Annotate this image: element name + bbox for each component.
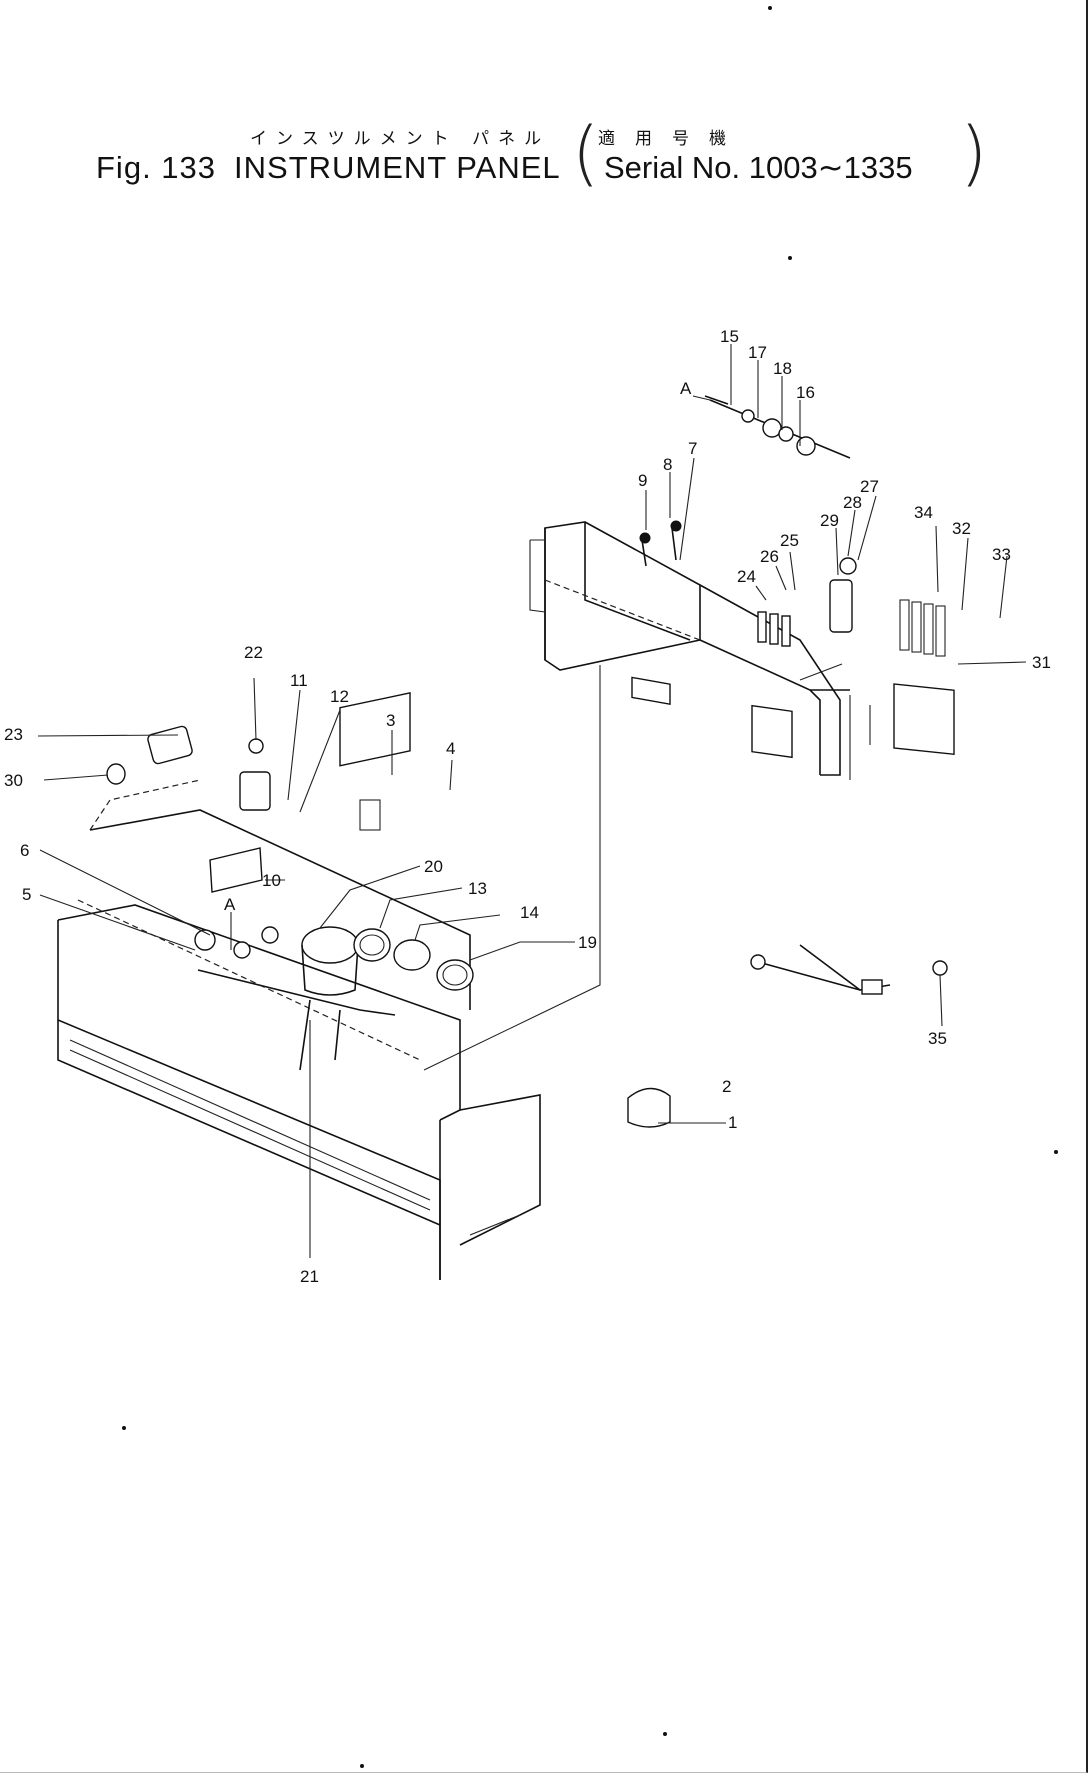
callout-21: 21 bbox=[300, 1267, 319, 1286]
lower-left-panel bbox=[57, 692, 948, 1280]
callout-16: 16 bbox=[796, 383, 815, 402]
callout-26: 26 bbox=[760, 547, 779, 566]
figure-title: Fig. 133 INSTRUMENT PANEL bbox=[96, 150, 579, 186]
serial-range: Serial No. 1003∼1335 bbox=[604, 150, 913, 185]
callout-13: 13 bbox=[468, 879, 487, 898]
callout-10: 10 bbox=[262, 871, 281, 890]
callout-30: 30 bbox=[4, 771, 23, 790]
callout-33: 33 bbox=[992, 545, 1011, 564]
callout-15: 15 bbox=[720, 327, 739, 346]
callout-20: 20 bbox=[424, 857, 443, 876]
scan-specks bbox=[122, 6, 1058, 1768]
callout-11: 11 bbox=[290, 671, 308, 690]
callout-34: 34 bbox=[914, 503, 933, 522]
callout-35: 35 bbox=[928, 1029, 947, 1048]
callout-23: 23 bbox=[4, 725, 23, 744]
callout-4: 4 bbox=[446, 739, 455, 758]
figure-name: INSTRUMENT PANEL bbox=[234, 150, 561, 185]
callout-32: 32 bbox=[952, 519, 971, 538]
callout-labels: 15 17 18 16 A 9 8 7 27 28 29 25 26 24 34… bbox=[4, 327, 1051, 1286]
callout-31: 31 bbox=[1032, 653, 1051, 672]
callout-a-lower: A bbox=[224, 895, 236, 914]
right-paren: ) bbox=[960, 112, 988, 194]
callout-22: 22 bbox=[244, 643, 263, 662]
callout-25: 25 bbox=[780, 531, 799, 550]
callout-28: 28 bbox=[843, 493, 862, 512]
callout-2: 2 bbox=[722, 1077, 731, 1096]
callout-27: 27 bbox=[860, 477, 879, 496]
upper-right-assembly bbox=[423, 395, 955, 1071]
callout-17: 17 bbox=[748, 343, 767, 362]
serial-label-japanese: 適用号機 bbox=[598, 129, 746, 149]
callout-3: 3 bbox=[386, 711, 395, 730]
leader-lines bbox=[37, 344, 1027, 1258]
callout-29: 29 bbox=[820, 511, 839, 530]
figure-number: Fig. 133 bbox=[96, 150, 217, 185]
callout-9: 9 bbox=[638, 471, 647, 490]
callout-5: 5 bbox=[22, 885, 31, 904]
callout-24: 24 bbox=[737, 567, 756, 586]
callout-1: 1 bbox=[728, 1113, 737, 1132]
callout-a-upper: A bbox=[680, 379, 692, 398]
left-paren: ( bbox=[572, 112, 600, 194]
callout-6: 6 bbox=[20, 841, 29, 860]
callout-14: 14 bbox=[520, 903, 539, 922]
callout-12: 12 bbox=[330, 687, 349, 706]
title-japanese: インスツルメント パネル bbox=[250, 129, 551, 149]
callout-18: 18 bbox=[773, 359, 792, 378]
callout-19: 19 bbox=[578, 933, 597, 952]
callout-8: 8 bbox=[663, 455, 672, 474]
callout-7: 7 bbox=[688, 439, 697, 458]
